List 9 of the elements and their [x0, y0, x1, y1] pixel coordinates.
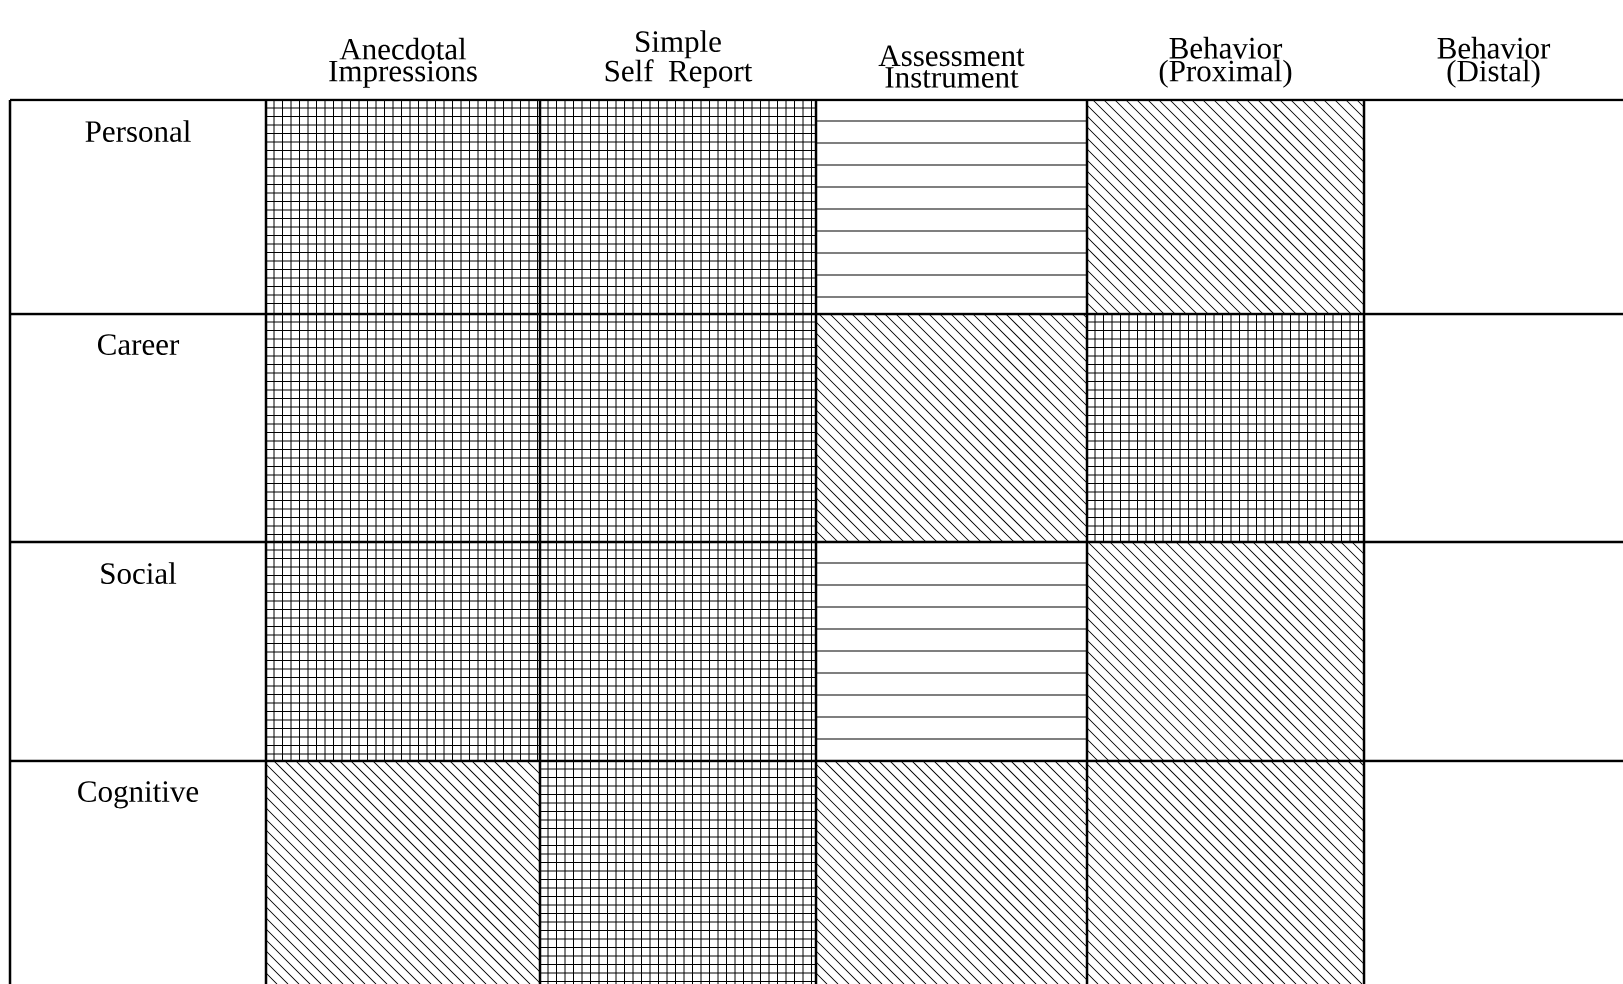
row-header: Social — [101, 562, 177, 584]
column-header: Behavior (Distal) — [1437, 36, 1551, 88]
row-header: Career — [98, 334, 180, 355]
row-header: Personal — [85, 120, 191, 142]
column-header: Assessment Instrument — [878, 45, 1025, 88]
column-header: Anecdotal Impressions — [329, 37, 477, 88]
row-header: Cognitive — [78, 781, 199, 809]
column-header: Behavior (Proximal) — [1159, 36, 1292, 88]
column-header: Simple Self Report — [605, 30, 753, 88]
